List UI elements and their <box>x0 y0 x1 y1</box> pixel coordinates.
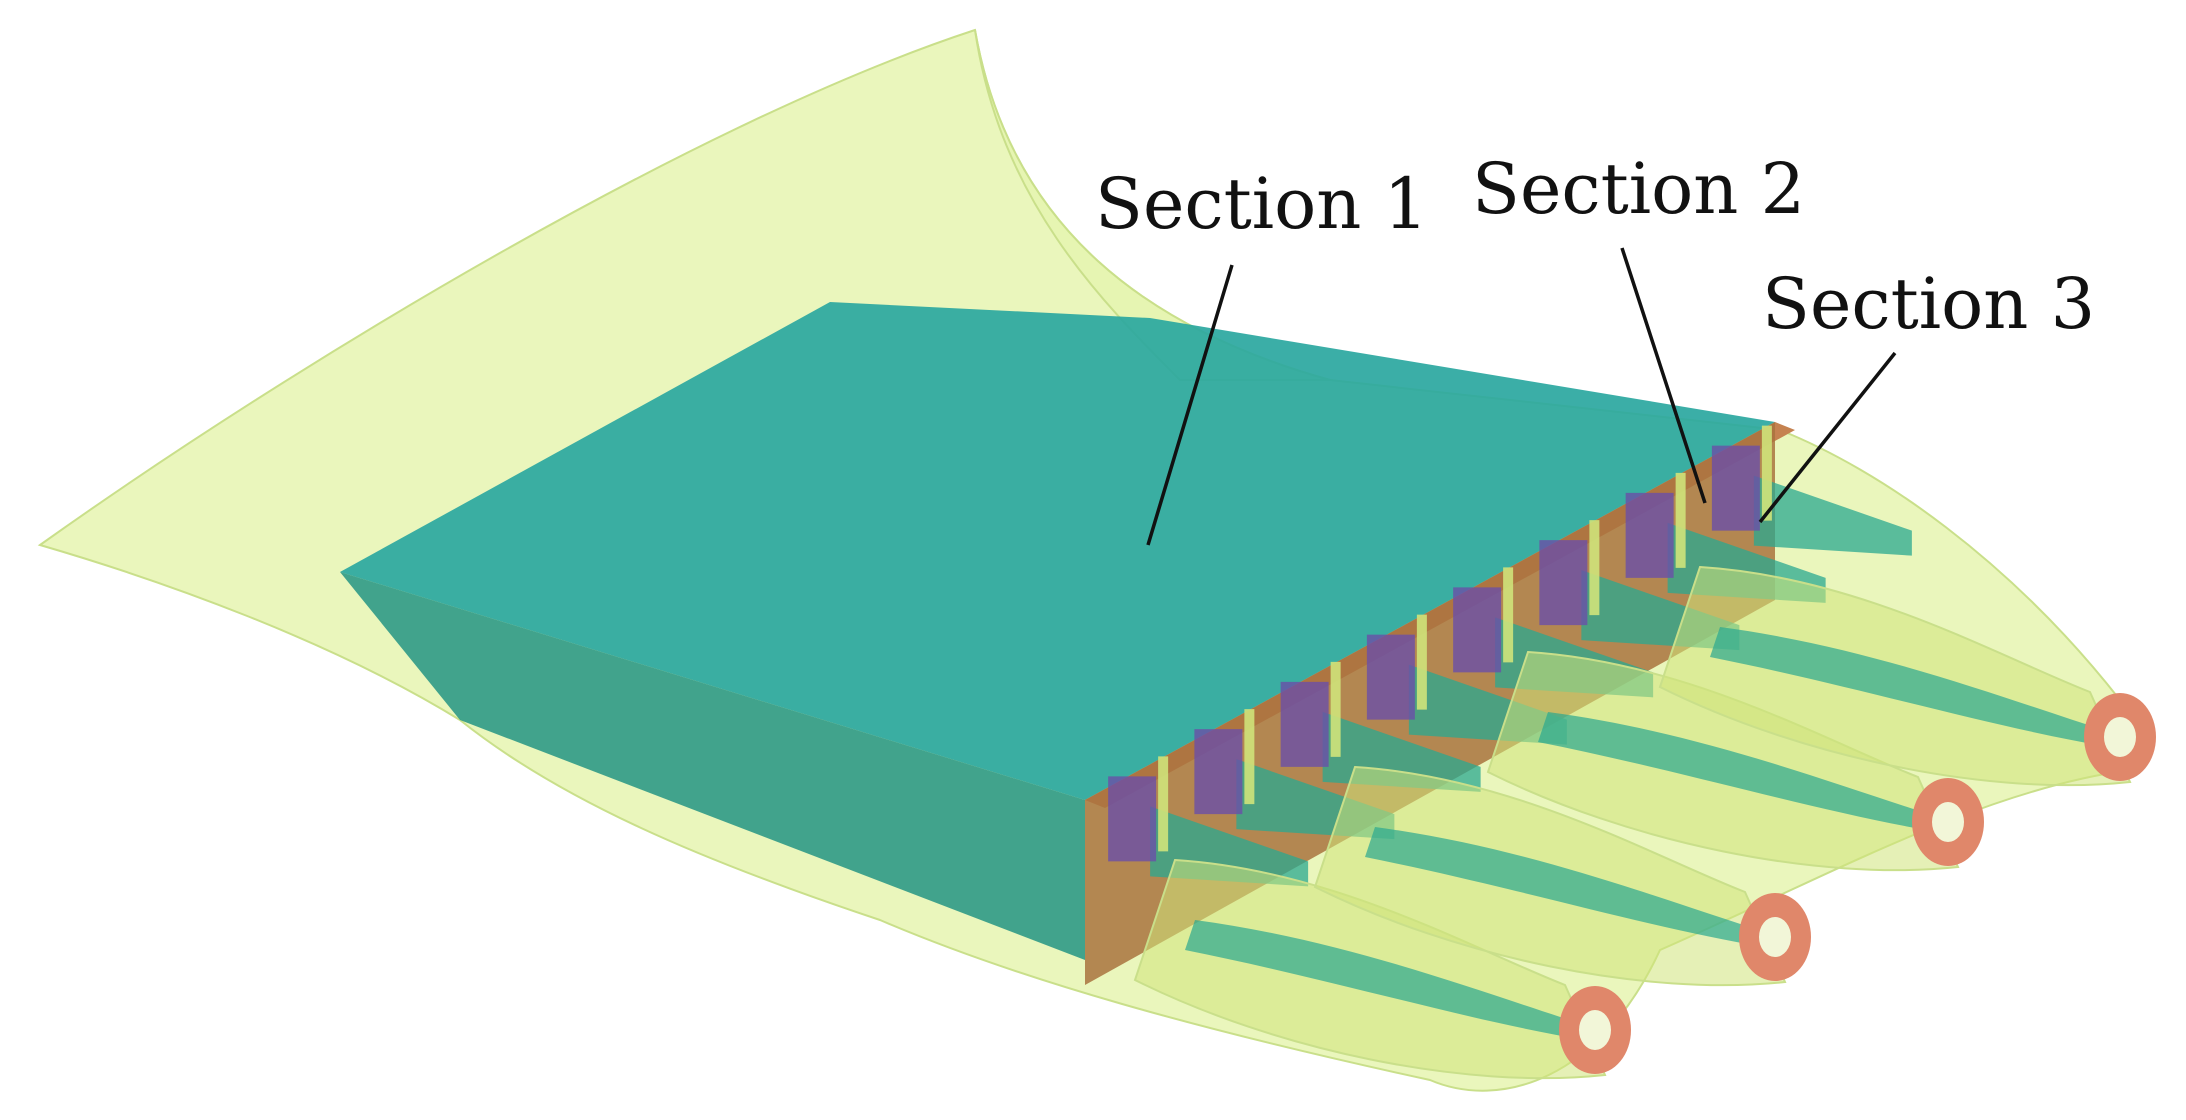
nozzle-outlet-core <box>1932 802 1964 842</box>
nozzle-inner-channel <box>1538 712 1938 832</box>
annotation-section-1: Section 1 <box>1095 163 1428 546</box>
annotation-section-3: Section 3 <box>1758 263 2095 524</box>
port-opening <box>1711 445 1760 531</box>
nozzle-outlets <box>1133 565 2156 1080</box>
nozzle-outlet-core <box>1759 917 1791 957</box>
section-1-side-face <box>340 572 1085 960</box>
label-section-2: Section 2 <box>1472 148 1805 230</box>
port-opening <box>1194 729 1243 815</box>
nozzle-inner-channel <box>1710 627 2110 747</box>
port-divider <box>1330 661 1341 757</box>
section-1-block <box>340 302 1775 960</box>
port-divider <box>1503 567 1514 663</box>
nozzle-inner-channel <box>1365 827 1765 947</box>
leader-line-section-1 <box>1146 264 1234 546</box>
label-section-3: Section 3 <box>1762 263 2095 345</box>
port-opening <box>1625 492 1674 578</box>
port-divider <box>1675 472 1686 568</box>
nozzle-2 <box>1313 765 1811 987</box>
port-divider <box>1761 425 1772 521</box>
leader-line-section-3 <box>1758 351 1897 524</box>
leader-line-section-2 <box>1620 247 1707 504</box>
port-divider <box>1589 520 1600 616</box>
nozzle-4 <box>1658 565 2156 787</box>
label-section-1: Section 1 <box>1095 163 1428 245</box>
port-opening <box>1453 587 1502 673</box>
port-divider <box>1244 709 1255 805</box>
port-opening <box>1539 540 1588 626</box>
port-divider <box>1416 614 1427 710</box>
port-opening <box>1108 776 1157 862</box>
nozzle-outlet-core <box>1579 1010 1611 1050</box>
port-divider <box>1158 756 1169 852</box>
port-opening <box>1280 681 1329 767</box>
nozzle-inner-channel <box>1185 920 1585 1040</box>
nozzle-outlet-core <box>2104 717 2136 757</box>
section-1-top-face <box>340 302 1775 800</box>
port-channel <box>1753 475 1912 556</box>
annotation-section-2: Section 2 <box>1472 148 1805 504</box>
port-opening <box>1366 634 1415 720</box>
